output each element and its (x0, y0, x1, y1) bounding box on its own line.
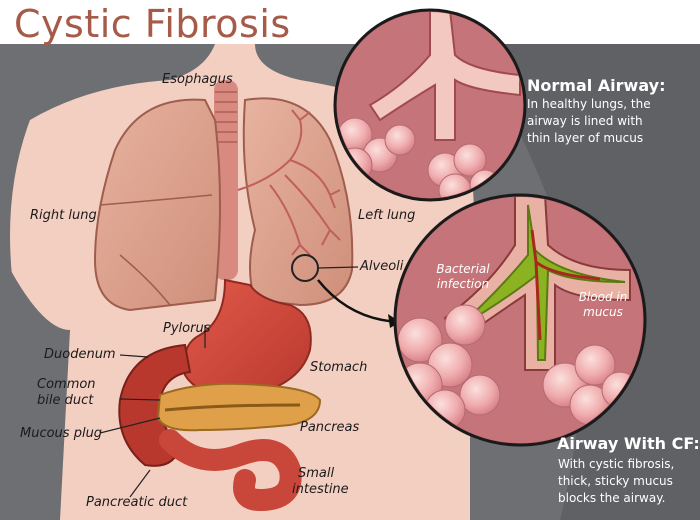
label-pancreatic-duct: Pancreatic duct (86, 495, 188, 510)
label-duodenum: Duodenum (44, 347, 116, 362)
label-common-bile-duct-2: bile duct (37, 393, 94, 408)
small-intestine-shape (159, 429, 302, 512)
label-mucous-plug: Mucous plug (20, 426, 103, 441)
cf-airway-body: With cystic fibrosis, thick, sticky mucu… (558, 456, 674, 507)
normal-airway-body-line-2: airway is lined with (527, 114, 643, 128)
cf-airway-body-line-3: blocks the airway. (558, 491, 666, 505)
cf-airway-body-line-1: With cystic fibrosis, (558, 457, 675, 471)
label-stomach: Stomach (310, 360, 368, 375)
label-blood-in-mucus-1: Blood in (578, 290, 628, 304)
pancreatic-duct-shape (164, 403, 301, 412)
normal-airway-body-line-3: thin layer of mucus (527, 131, 644, 145)
label-pylorus: Pylorus (163, 321, 211, 336)
page-title: Cystic Fibrosis (14, 2, 291, 46)
label-bacterial-infection-1: Bacterial (436, 262, 490, 276)
label-bacterial-infection: Bacterial infection (428, 262, 498, 292)
label-left-lung: Left lung (358, 208, 416, 223)
label-blood-in-mucus: Blood in mucus (568, 290, 638, 320)
label-bacterial-infection-2: infection (436, 277, 490, 291)
normal-airway-heading: Normal Airway: (527, 76, 666, 95)
bronchial-tree (237, 109, 341, 256)
label-esophagus: Esophagus (162, 72, 233, 87)
label-common-bile-duct-1: Common (37, 377, 96, 392)
label-pancreas: Pancreas (300, 420, 360, 435)
label-alveoli: Alveoli (360, 259, 404, 274)
cf-airway-heading: Airway With CF: (557, 434, 700, 453)
label-leaders (99, 266, 359, 498)
left-lung-shape (242, 97, 354, 307)
cf-airway-body-line-2: thick, sticky mucus (558, 474, 673, 488)
label-blood-in-mucus-2: mucus (583, 305, 623, 319)
right-lung-shape (93, 98, 221, 312)
label-small-intestine-2: intestine (292, 482, 349, 497)
normal-airway-body: In healthy lungs, the airway is lined wi… (527, 96, 651, 147)
label-right-lung: Right lung (30, 208, 97, 223)
label-small-intestine-1: Small (298, 466, 335, 481)
normal-airway-body-line-1: In healthy lungs, the (527, 97, 651, 111)
